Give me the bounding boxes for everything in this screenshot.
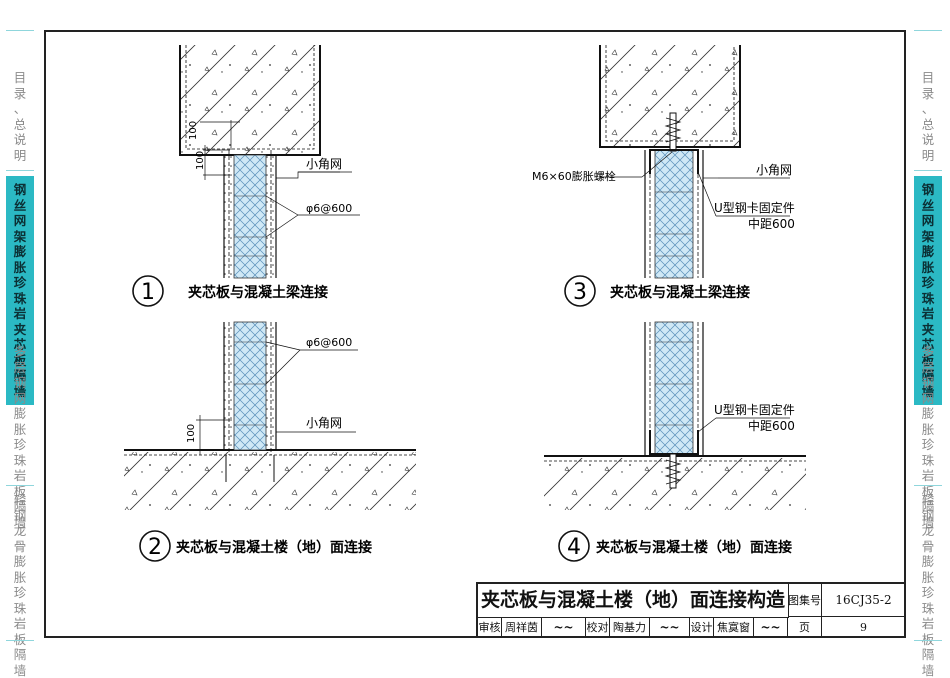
detail-3-spacing-label: 中距600 xyxy=(748,216,795,231)
detail-1-bar-label: φ6@600 xyxy=(306,202,352,215)
detail-2-mesh-label: 小角网 xyxy=(306,416,342,430)
detail-4-spacing-label: 中距600 xyxy=(748,418,795,433)
designer-signature: ~~ xyxy=(754,617,788,638)
detail-3-drawing xyxy=(600,45,790,278)
page-number: 9 xyxy=(822,617,906,638)
atlas-label: 图集号 xyxy=(788,584,822,617)
detail-1-number: 1 xyxy=(141,280,155,305)
detail-4-u-label: U型钢卡固定件 xyxy=(714,402,795,417)
title-block: 夹芯板与混凝土楼（地）面连接构造 图集号 16CJ35-2 审核 周祥茵 ~~ … xyxy=(476,582,906,638)
detail-4-title: 夹芯板与混凝土楼（地）面连接 xyxy=(596,539,792,556)
review-label: 审核 xyxy=(478,617,502,638)
reviewer-name: 周祥茵 xyxy=(502,617,542,638)
detail-1-dim-top: 100 xyxy=(188,121,199,140)
detail-1-mesh-label: 小角网 xyxy=(306,157,342,171)
detail-1-title: 夹芯板与混凝土梁连接 xyxy=(188,284,328,301)
detail-3-u-label: U型钢卡固定件 xyxy=(714,200,795,215)
detail-3-number: 3 xyxy=(573,280,587,305)
detail-3-bolt-label: M6×60膨胀螺栓 xyxy=(532,169,616,183)
checker-name: 陶基力 xyxy=(610,617,650,638)
drawing-title: 夹芯板与混凝土楼（地）面连接构造 xyxy=(478,584,789,618)
reviewer-signature: ~~ xyxy=(542,617,586,638)
design-label: 设计 xyxy=(690,617,714,638)
detail-3-title: 夹芯板与混凝土梁连接 xyxy=(610,284,750,301)
designer-name: 焦寞窗 xyxy=(714,617,754,638)
detail-3-mesh-label: 小角网 xyxy=(756,163,792,177)
detail-2-dim: 100 xyxy=(186,424,197,443)
detail-1-dim-side: 100 xyxy=(195,151,206,170)
detail-4-number: 4 xyxy=(567,535,581,560)
page-label: 页 xyxy=(788,617,822,638)
detail-2-number: 2 xyxy=(148,535,162,560)
check-label: 校对 xyxy=(586,617,610,638)
checker-signature: ~~ xyxy=(650,617,690,638)
detail-2-bar-label: φ6@600 xyxy=(306,336,352,349)
detail-2-drawing xyxy=(124,322,416,510)
detail-2-title: 夹芯板与混凝土楼（地）面连接 xyxy=(176,539,372,556)
atlas-number: 16CJ35-2 xyxy=(822,584,906,617)
